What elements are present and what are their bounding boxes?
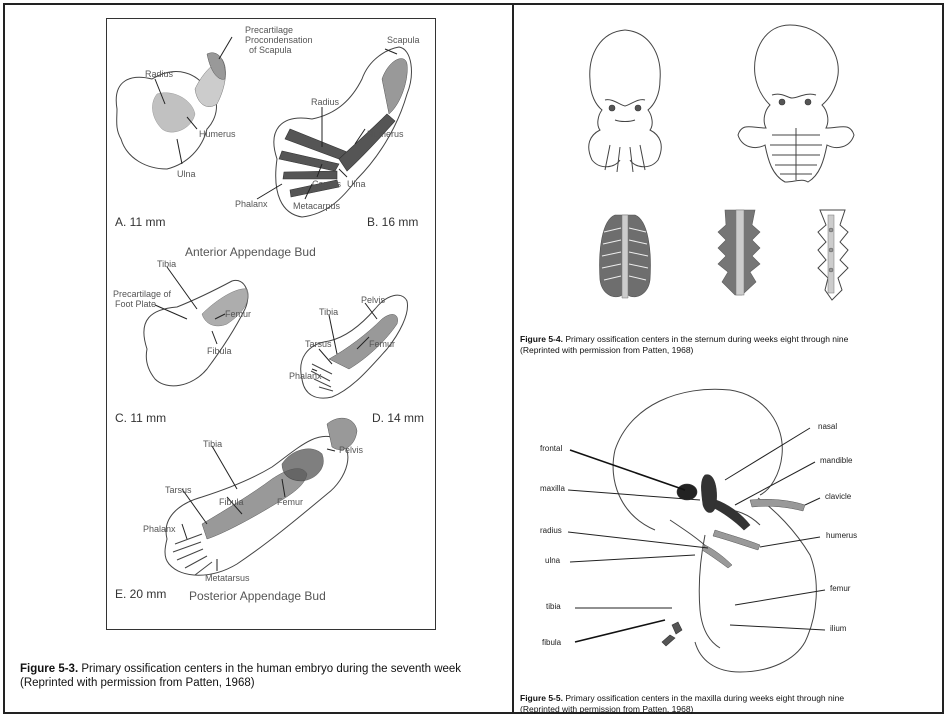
- label-femur-e: Femur: [277, 497, 303, 507]
- label-metatarsus-e: Metatarsus: [205, 573, 250, 583]
- label-procondensation: Procondensation: [245, 35, 313, 45]
- label-humerus-b: Humerus: [367, 129, 404, 139]
- label-ulna-b: Ulna: [347, 179, 366, 189]
- label-metacarpus-b: Metacarpus: [293, 201, 340, 211]
- label-femur-d: Femur: [369, 339, 395, 349]
- label-tibia-d: Tibia: [319, 307, 338, 317]
- label-ulna: ulna: [545, 556, 560, 565]
- label-phalanx-e: Phalanx: [143, 524, 176, 534]
- column-divider: [512, 3, 514, 714]
- figure-5-5-caption: Figure 5-5. Primary ossification centers…: [520, 693, 844, 715]
- label-carpus-b: Carpus: [312, 179, 341, 189]
- figure-5-3-caption: Figure 5-3. Primary ossification centers…: [20, 662, 461, 690]
- bud-e-drawing: [165, 418, 357, 575]
- label-femur: femur: [830, 584, 850, 593]
- label-tarsus-e: Tarsus: [165, 485, 192, 495]
- label-scapula-b: Scapula: [387, 35, 420, 45]
- label-fibula: fibula: [542, 638, 561, 647]
- figure-5-4-caption: Figure 5-4. Primary ossification centers…: [520, 334, 848, 356]
- label-phalanx-d: Phalanx: [289, 371, 322, 381]
- label-radius: radius: [540, 526, 562, 535]
- label-tibia: tibia: [546, 602, 561, 611]
- label-clavicle: clavicle: [825, 492, 851, 501]
- figure-5-4-caption-label: Figure 5-4.: [520, 334, 563, 344]
- figure-5-4-caption-source: (Reprinted with permission from Patten, …: [520, 345, 848, 356]
- label-radius-b: Radius: [311, 97, 339, 107]
- label-tibia-e: Tibia: [203, 439, 222, 449]
- panel-label-a: A. 11 mm: [115, 215, 165, 229]
- label-pelvis-e: Pelvis: [339, 445, 363, 455]
- label-fibula-c: Fibula: [207, 346, 232, 356]
- sternum-sketch-dark: [718, 210, 760, 295]
- label-frontal: frontal: [540, 444, 562, 453]
- label-nasal: nasal: [818, 422, 837, 431]
- posterior-bud-title: Posterior Appendage Bud: [189, 589, 326, 603]
- panel-label-e: E. 20 mm: [115, 587, 166, 601]
- label-precartilage-c: Precartilage of: [113, 289, 171, 299]
- figure-5-3-caption-text: Primary ossification centers in the huma…: [78, 663, 461, 675]
- figure-5-5-drawing: [520, 380, 940, 680]
- figure-5-3-caption-label: Figure 5-3.: [20, 663, 78, 675]
- embryo-sketch-2: [738, 25, 854, 182]
- label-radius-a: Radius: [145, 69, 173, 79]
- figure-5-4-caption-text: Primary ossification centers in the ster…: [563, 334, 848, 344]
- label-tibia-c: Tibia: [157, 259, 176, 269]
- embryo-sketch-1: [589, 30, 662, 172]
- label-femur-c: Femur: [225, 309, 251, 319]
- label-ilium: ilium: [830, 624, 846, 633]
- figure-5-3-caption-source: (Reprinted with permission from Patten, …: [20, 676, 461, 690]
- label-pelvis-d: Pelvis: [361, 295, 385, 305]
- label-phalanx-b: Phalanx: [235, 199, 268, 209]
- sternum-sketch-light: [818, 210, 848, 300]
- label-ulna-a: Ulna: [177, 169, 196, 179]
- label-maxilla: maxilla: [540, 484, 565, 493]
- figure-5-3-drawings: [107, 19, 437, 631]
- panel-label-b: B. 16 mm: [367, 215, 418, 229]
- anterior-bud-title: Anterior Appendage Bud: [185, 245, 316, 259]
- label-humerus-a: Humerus: [199, 129, 236, 139]
- label-humerus: humerus: [826, 531, 857, 540]
- figure-5-3-panel: Precartilage Procondensation of Scapula …: [106, 18, 436, 630]
- figure-5-5-caption-label: Figure 5-5.: [520, 693, 563, 703]
- figure-5-5-caption-text: Primary ossification centers in the maxi…: [563, 693, 844, 703]
- label-foot-plate: Foot Plate: [115, 299, 156, 309]
- figure-5-5-caption-source: (Reprinted with permission from Patten, …: [520, 704, 844, 715]
- label-precartilage: Precartilage: [245, 25, 293, 35]
- label-of-scapula: of Scapula: [249, 45, 292, 55]
- panel-label-c: C. 11 mm: [115, 411, 166, 425]
- label-fibula-e: Fibula: [219, 497, 244, 507]
- figure-5-4-drawings: [520, 10, 940, 320]
- label-tarsus-d: Tarsus: [305, 339, 332, 349]
- rib-cage-sketch: [600, 215, 651, 298]
- panel-label-d: D. 14 mm: [372, 411, 424, 425]
- label-mandible: mandible: [820, 456, 852, 465]
